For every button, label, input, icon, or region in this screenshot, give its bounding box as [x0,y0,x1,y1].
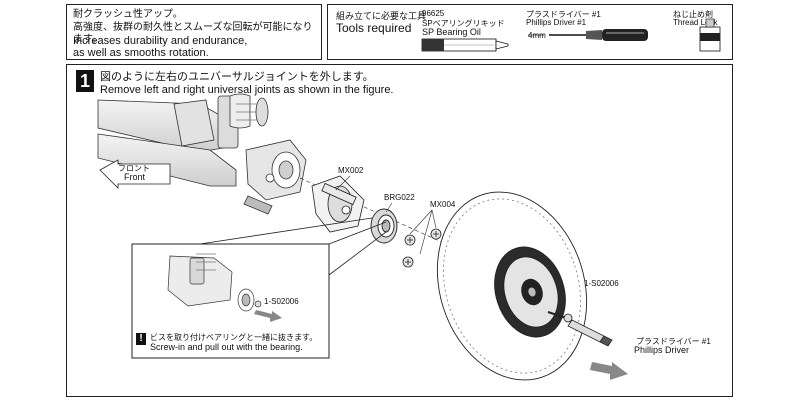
driver-name-jp: プラスドライバー #1 [526,10,601,19]
suspension-assembly [97,93,307,215]
part-label-brg022: BRG022 [384,193,415,202]
phillips-driver-icon [567,319,613,347]
universal-joint-part [311,175,365,233]
tools-title-en: Tools required [336,21,412,35]
feature-line-1: 耐クラッシュ性アップ。 [73,9,183,20]
oil-name-en: SP Bearing Oil [422,27,481,37]
lock-name-en: Thread Lock [673,18,718,27]
step-text-en: Remove left and right universal joints a… [100,84,394,96]
feature-line-4: as well as smooths rotation. [73,47,209,59]
removal-arrow-icon [590,362,628,380]
driver-size: 4mm [528,31,546,40]
oil-code: 96625 [422,9,445,18]
screwdriver-icon [528,29,648,41]
bearing-oil-bottle-icon [421,38,509,52]
thread-lock-bottle-icon [699,18,721,52]
front-arrow-icon [99,159,171,189]
driver-name-en: Phillips Driver #1 [526,18,587,27]
step-number: 1 [76,70,94,92]
part-label-screw-wheel: 1-S02006 [584,279,619,288]
oil-name-jp: SPベアリングリキッド [422,19,505,28]
step-text-jp: 図のように左右のユニバーサルジョイントを外します。 [100,71,374,83]
front-label-jp: フロント [118,164,150,173]
inset-note-jp: ビスを取り付けベアリングと一緒に抜きます。 [150,333,318,342]
part-label-mx004: MX004 [430,200,456,209]
part-label-mx002: MX002 [338,166,364,175]
inset-hub-drawing [167,253,262,312]
part-label-screw-inset: 1-S02006 [264,297,299,306]
driver-label-en: Phillips Driver [634,345,690,355]
feature-line-2: 高強度、抜群の耐久性とスムーズな回転が可能になります。 [73,22,313,45]
wheel-assembly [436,191,588,381]
front-label-en: Front [124,172,146,182]
lock-name-jp: ねじ止め剤 [673,10,713,19]
tools-title-jp: 組み立てに必要な工具 [336,11,427,21]
inset-arrow-icon [254,310,282,322]
tools-illustration [421,18,721,52]
wheel-screw-part [547,311,573,323]
feature-line-3: Increases durability and endurance, [73,35,248,47]
inset-box [131,243,330,359]
feature-box: 耐クラッシュ性アップ。 高強度、抜群の耐久性とスムーズな回転が可能になります。 … [66,4,322,60]
bearing-part [370,208,398,244]
driver-label-jp: プラスドライバー #1 [636,337,711,346]
tools-box: 組み立てに必要な工具 Tools required 96625 SPベアリングリ… [327,4,733,60]
screw-parts [402,228,442,268]
inset-note-en: Screw-in and pull out with the bearing. [150,342,303,352]
warning-icon: ! [136,333,146,345]
